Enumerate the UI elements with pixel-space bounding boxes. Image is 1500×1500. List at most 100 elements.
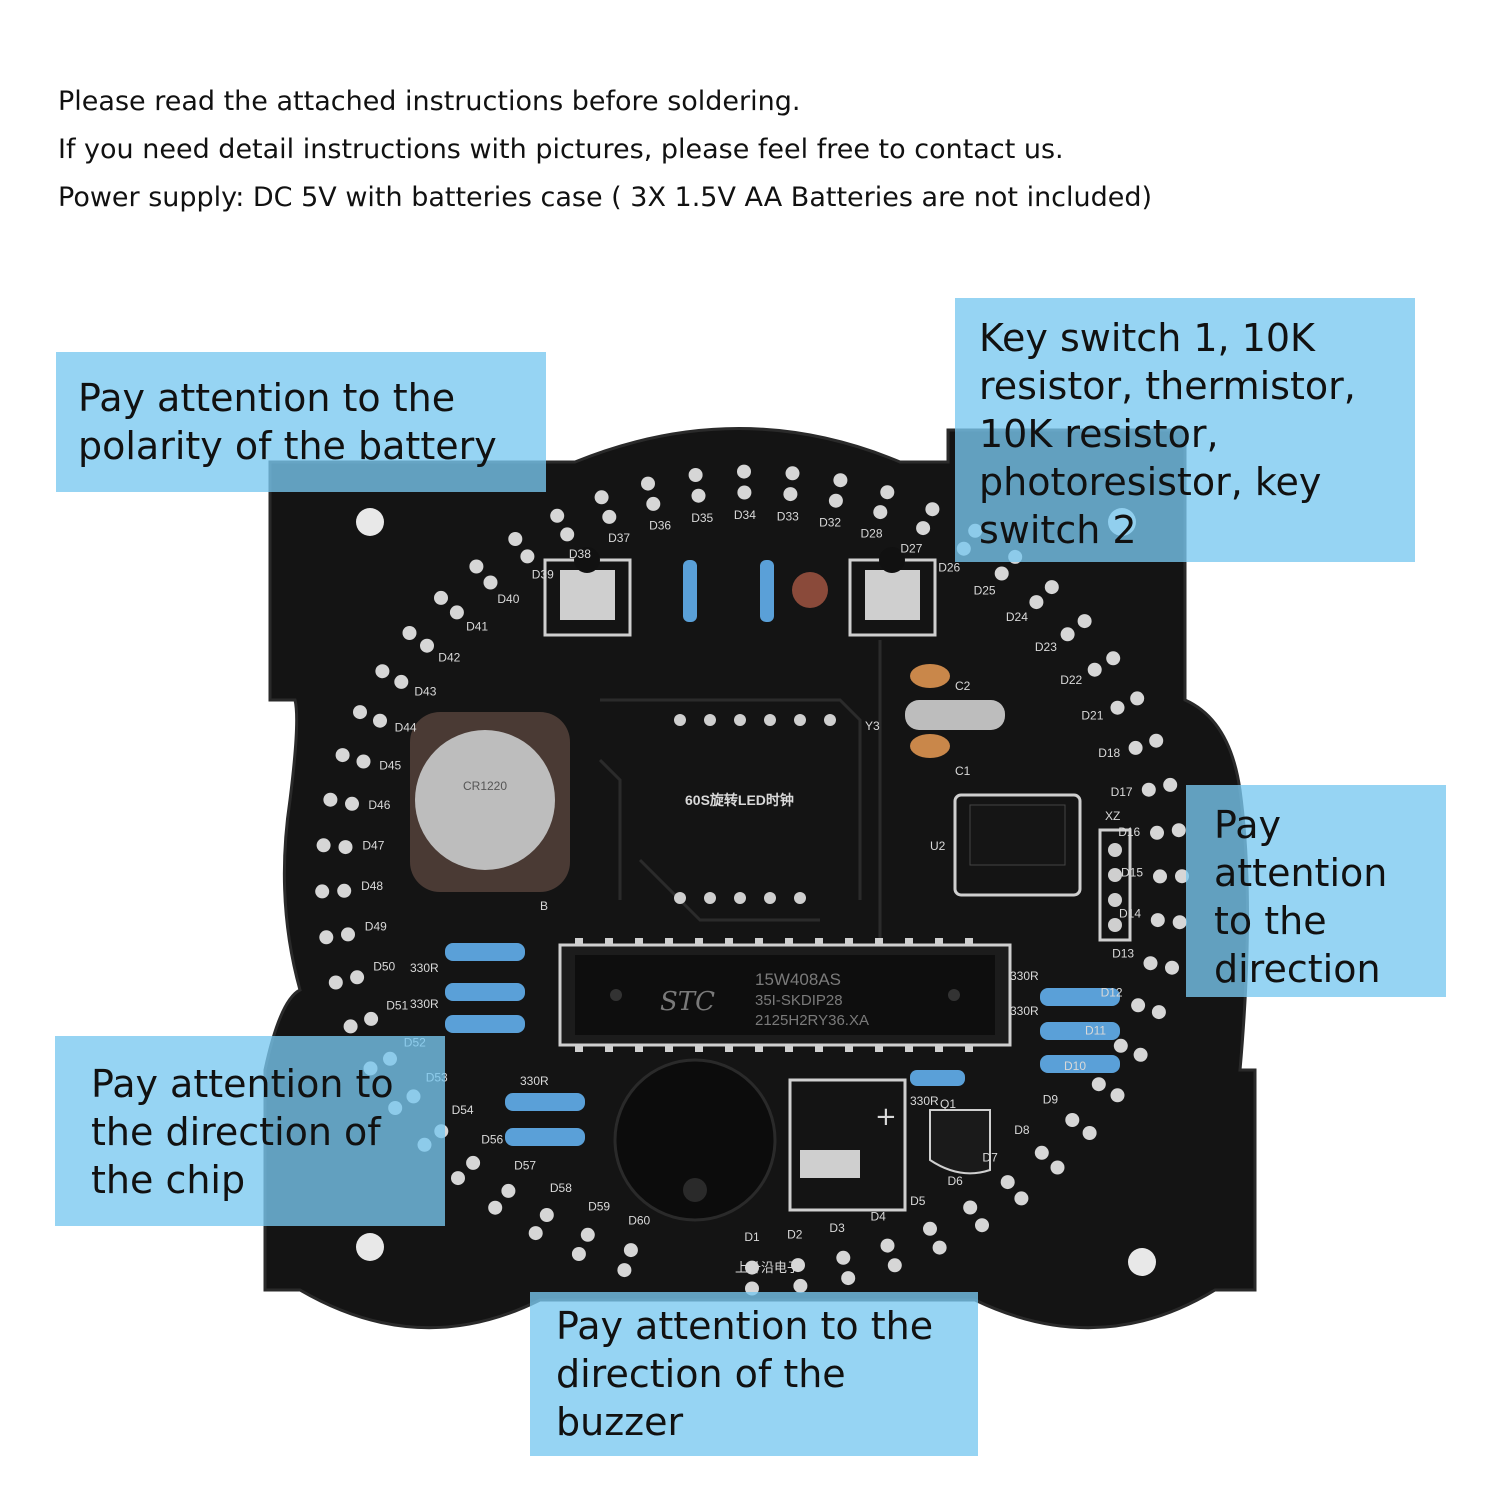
led-label: D51 [386, 998, 408, 1012]
led-pad [688, 468, 703, 482]
led-label: D45 [379, 759, 401, 773]
led-pad [880, 1238, 895, 1253]
led-pad [691, 488, 706, 503]
led-label: D27 [900, 541, 922, 555]
led-pad [1110, 1088, 1125, 1103]
callout-line: resistor, thermistor, [979, 364, 1356, 408]
led-pad [1014, 1191, 1029, 1206]
callout-line: Pay [1214, 803, 1281, 847]
callout-key-switches: Key switch 1, 10K resistor, thermistor, … [955, 298, 1415, 562]
led-label: D1 [744, 1230, 760, 1244]
led-pad [594, 490, 609, 505]
led-label: D46 [368, 798, 390, 812]
led-label: D15 [1121, 866, 1143, 880]
resistor-label: 330R [1010, 1004, 1039, 1018]
header-label: XZ [1105, 809, 1120, 823]
cap1-label: C1 [955, 764, 971, 778]
led-pad [1029, 595, 1044, 610]
transistor-label: Q1 [940, 1097, 956, 1111]
led-pad [1082, 1126, 1097, 1140]
brand-text: 上升沿电子 [735, 1260, 800, 1275]
led-pad [791, 1258, 805, 1273]
callout-buzzer-direction: Pay attention to the direction of the bu… [530, 1292, 978, 1456]
led-pad [434, 590, 448, 605]
led-pad [488, 1200, 503, 1215]
led-label: D22 [1060, 673, 1082, 687]
led-pad [501, 1183, 516, 1198]
led-pad [1077, 614, 1092, 629]
led-pad [1149, 733, 1164, 748]
led-pad [1060, 627, 1075, 642]
led-label: D33 [777, 510, 799, 524]
led-pad [1151, 1005, 1166, 1020]
led-pad [1175, 869, 1189, 884]
led-label: D43 [414, 685, 436, 699]
led-pad [916, 521, 931, 536]
callout-battery-polarity: Pay attention to the polarity of the bat… [56, 352, 546, 492]
led-label: D47 [362, 838, 384, 852]
led-pad [828, 493, 843, 508]
callout-line: Pay attention to the [556, 1304, 934, 1348]
led-pad [1150, 825, 1164, 840]
led-pad [508, 532, 523, 546]
led-label: D49 [365, 920, 387, 934]
resistor-label: 330R [410, 997, 439, 1011]
led-pad [364, 1011, 379, 1026]
led-pad [469, 559, 484, 574]
led-label: D42 [438, 651, 460, 665]
callout-line: direction [1214, 947, 1381, 991]
led-label: D17 [1111, 785, 1133, 799]
led-pad [793, 1278, 808, 1293]
led-pad [319, 930, 334, 945]
led-pad [335, 748, 350, 763]
led-pad [602, 509, 617, 524]
led-label: D4 [871, 1210, 887, 1224]
led-pad [1034, 1145, 1049, 1160]
led-label: D59 [588, 1200, 610, 1214]
battery-label: B [540, 899, 548, 913]
led-pad [449, 605, 464, 620]
instruction-line-3: Power supply: DC 5V with batteries case … [58, 182, 1153, 213]
instruction-line-2: If you need detail instructions with pic… [58, 134, 1064, 165]
led-label: D13 [1112, 947, 1134, 961]
led-pad [923, 1221, 937, 1236]
chip-line-3: 2125H2RY36.XA [755, 1012, 869, 1029]
led-label: D58 [550, 1181, 572, 1195]
board-title: 60S旋转LED时钟 [685, 792, 794, 808]
led-pad [1113, 1038, 1128, 1053]
callout-line: Pay attention to [91, 1062, 394, 1106]
instructions-text: Please read the attached instructions be… [58, 78, 1478, 222]
callout-line: attention [1214, 851, 1388, 895]
led-pad [550, 508, 565, 523]
callout-line: polarity of the battery [78, 424, 497, 468]
led-label: D21 [1081, 709, 1103, 723]
led-pad [1128, 740, 1143, 755]
led-pad [873, 505, 888, 520]
led-pad [641, 476, 655, 491]
led-pad [373, 713, 387, 728]
led-pad [345, 796, 359, 811]
svg-text:CR1220: CR1220 [463, 779, 507, 793]
led-pad [1163, 777, 1178, 792]
resistor-label: 330R [1010, 969, 1039, 983]
callout-line: 10K resistor, [979, 412, 1219, 456]
led-pad [975, 1218, 989, 1233]
led-label: D2 [787, 1228, 803, 1242]
led-label: D50 [373, 960, 395, 974]
led-pad [1130, 691, 1145, 706]
led-label: D12 [1101, 986, 1123, 1000]
led-pad [623, 1243, 638, 1258]
led-label: D28 [860, 526, 882, 540]
led-label: D23 [1035, 640, 1057, 654]
led-label: D37 [608, 531, 630, 545]
led-pad [350, 970, 365, 985]
led-pad [571, 1247, 586, 1261]
led-pad [963, 1200, 978, 1215]
led-pad [1153, 869, 1167, 884]
led-pad [1110, 700, 1125, 715]
led-pad [539, 1208, 554, 1222]
led-pad [646, 496, 661, 511]
led-pad [328, 975, 343, 990]
led-pad [745, 1260, 759, 1275]
